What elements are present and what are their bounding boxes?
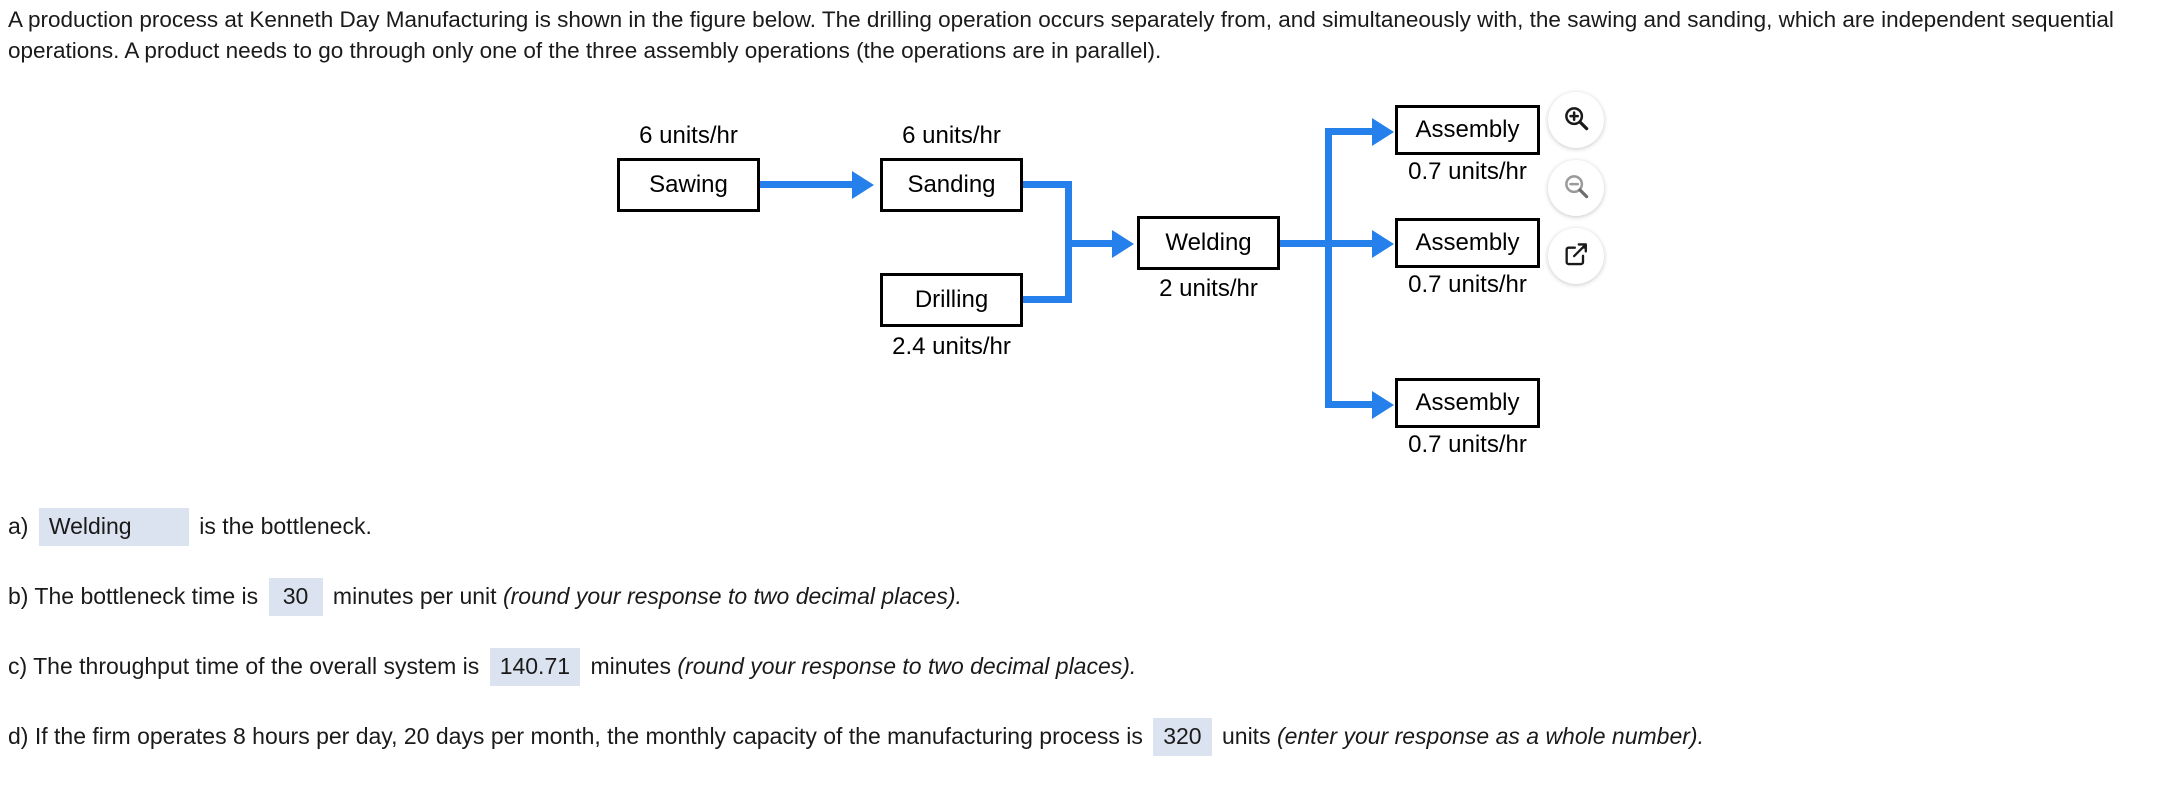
connector-split-to-assembly2 [1325, 240, 1380, 247]
connector-welding-out [1280, 240, 1332, 247]
figure-tool-buttons [1548, 92, 1608, 296]
answer-b-prefix: b) The bottleneck time is [8, 583, 259, 609]
zoom-in-icon [1561, 103, 1591, 138]
answer-a-input[interactable]: Welding [38, 508, 189, 546]
process-box-welding: Welding [1137, 216, 1280, 270]
open-in-new-window-icon [1562, 240, 1590, 273]
connector-split-to-assembly3 [1325, 401, 1380, 408]
answer-c-input[interactable]: 140.71 [489, 648, 581, 686]
arrowhead-to-assembly2 [1372, 230, 1394, 258]
process-box-assembly-1: Assembly [1395, 105, 1540, 155]
arrowhead-merge-to-welding [1112, 230, 1134, 258]
assembly2-rate-label: 0.7 units/hr [1408, 271, 1527, 298]
answer-c-hint: (round your response to two decimal plac… [677, 653, 1137, 679]
answer-c-prefix: c) The throughput time of the overall sy… [8, 653, 480, 679]
answer-d-input[interactable]: 320 [1153, 718, 1212, 756]
answer-d-suffix: units [1221, 723, 1271, 749]
answer-a-suffix: is the bottleneck. [199, 513, 372, 539]
process-box-assembly-3: Assembly [1395, 378, 1540, 428]
connector-merge-to-welding [1065, 240, 1125, 247]
answer-b-input[interactable]: 30 [268, 578, 323, 616]
welding-rate-label: 2 units/hr [1159, 275, 1258, 302]
zoom-out-button[interactable] [1548, 160, 1604, 216]
sanding-rate-label: 6 units/hr [902, 122, 1001, 149]
zoom-out-icon [1561, 171, 1591, 206]
arrowhead-to-assembly3 [1372, 391, 1394, 419]
process-box-sanding: Sanding [880, 158, 1023, 212]
open-in-new-window-button[interactable] [1548, 228, 1604, 284]
connector-sanding-out [1023, 181, 1072, 188]
answer-c-suffix: minutes [590, 653, 671, 679]
assembly3-rate-label: 0.7 units/hr [1408, 431, 1527, 458]
answer-b-suffix: minutes per unit [332, 583, 497, 609]
answer-line-c: c) The throughput time of the overall sy… [8, 648, 1136, 686]
question-intro-text: A production process at Kenneth Day Manu… [8, 7, 2114, 63]
connector-sawing-to-sanding [760, 181, 852, 188]
connector-drilling-out [1023, 296, 1072, 303]
process-flow-diagram: 6 units/hr 6 units/hr Sawing Sanding Dri… [0, 70, 2180, 470]
sawing-rate-label: 6 units/hr [639, 122, 738, 149]
answer-d-hint: (enter your response as a whole number). [1276, 723, 1704, 749]
process-box-sawing: Sawing [617, 158, 760, 212]
process-box-assembly-2: Assembly [1395, 218, 1540, 268]
answer-line-b: b) The bottleneck time is 30 minutes per… [8, 578, 962, 616]
arrowhead-sawing-to-sanding [852, 171, 874, 199]
zoom-in-button[interactable] [1548, 92, 1604, 148]
answer-line-a: a) Welding is the bottleneck. [8, 508, 372, 546]
drilling-rate-label: 2.4 units/hr [892, 333, 1011, 360]
arrowhead-to-assembly1 [1372, 118, 1394, 146]
process-box-drilling: Drilling [880, 273, 1023, 327]
assembly1-rate-label: 0.7 units/hr [1408, 158, 1527, 185]
answer-a-prefix: a) [8, 513, 29, 539]
answer-b-hint: (round your response to two decimal plac… [502, 583, 962, 609]
connector-split-to-assembly1 [1325, 128, 1380, 135]
answer-d-prefix: d) If the firm operates 8 hours per day,… [8, 723, 1143, 749]
answer-line-d: d) If the firm operates 8 hours per day,… [8, 718, 1704, 756]
connector-split-vertical [1325, 128, 1332, 408]
